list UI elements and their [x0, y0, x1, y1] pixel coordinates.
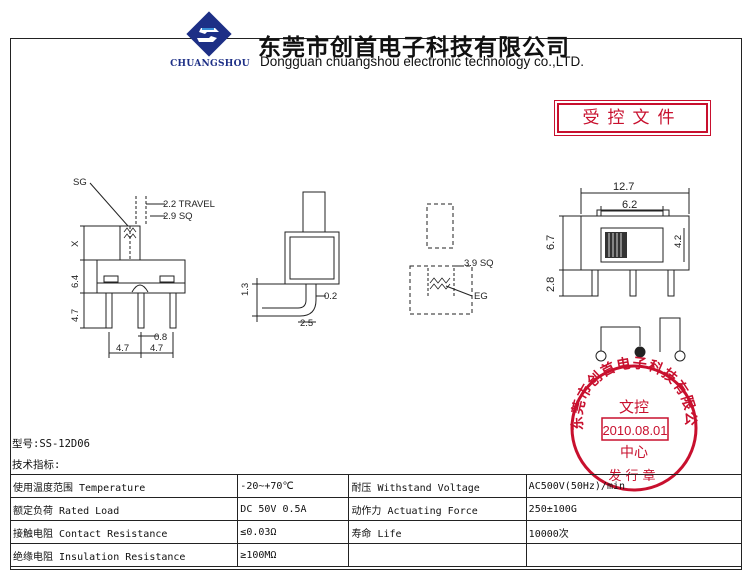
spec-cell: 使用温度范围 Temperature	[9, 474, 239, 498]
spec-cell: ≤0.03Ω	[237, 520, 350, 544]
dim-bent-w: 2.5	[300, 318, 313, 329]
spec-row: 绝缘电阻 Insulation Resistance≥100MΩ	[9, 543, 743, 567]
logo-text: CHUANGSHOU	[170, 59, 250, 69]
dim-bent-h: 1.3	[240, 283, 251, 296]
seal-date: 2010.08.01	[602, 423, 667, 438]
spec-cell: -20~+70℃	[237, 474, 350, 498]
knob-view	[409, 203, 473, 315]
spec-cell: 耐压 Withstand Voltage	[348, 474, 527, 498]
spec-cell: 额定负荷 Rated Load	[9, 497, 239, 521]
spec-cell: 动作力 Actuating Force	[348, 497, 527, 521]
dim-front-window: 6.2	[622, 199, 637, 211]
spec-title: 技术指标:	[12, 459, 61, 471]
front-view	[559, 188, 690, 297]
spec-cell	[348, 543, 527, 567]
dim-x: X	[70, 240, 81, 247]
spec-cell: 绝缘电阻 Insulation Resistance	[9, 543, 239, 567]
company-seal: 东莞市创首电子科技有限公司 文控 2010.08.01 中心 发行章	[563, 356, 698, 492]
svg-text:东莞市创首电子科技有限公司: 东莞市创首电子科技有限公司	[563, 356, 698, 431]
spec-cell: 寿命 Life	[348, 520, 527, 544]
seal-middle: 中心	[620, 445, 648, 461]
spec-cell: 250±100G	[525, 497, 743, 521]
dim-knob-sq: 3.9 SQ	[464, 258, 494, 269]
dim-front-pin: 2.8	[545, 277, 557, 292]
dim-travel: 2.2 TRAVEL	[163, 199, 215, 210]
seal-top: 文控	[619, 398, 649, 416]
dim-front-width: 12.7	[613, 181, 634, 193]
company-name-en: Dongguan chuangshou electronic technolog…	[260, 54, 584, 69]
spec-cell: 接触电阻 Contact Resistance	[9, 520, 239, 544]
side-view	[80, 182, 186, 358]
spec-cell: AC500V(50Hz)/min	[525, 474, 743, 498]
bent-pin-view	[252, 191, 340, 323]
spec-cell: 10000次	[525, 520, 743, 544]
dim-eg: EG	[474, 291, 488, 302]
spec-cell: DC 50V 0.5A	[237, 497, 350, 521]
dim-pitch-left: 4.7	[116, 343, 129, 354]
circuit-schematic	[595, 317, 686, 362]
technical-drawing: SG 2.2 TRAVEL 2.9 SQ X 6.4 4.7 4.7 4.7 0…	[70, 177, 690, 362]
dim-sg: SG	[73, 177, 87, 188]
controlled-document-stamp: 受控文件	[557, 103, 708, 133]
seal-ring-text: 东莞市创首电子科技有限公司	[563, 356, 697, 431]
dim-pin-length: 4.7	[70, 309, 81, 322]
dim-sq: 2.9 SQ	[163, 211, 193, 222]
dim-bent-t: 0.2	[324, 291, 337, 302]
dim-front-height: 6.7	[545, 235, 557, 250]
dim-pitch-right: 4.7	[150, 343, 163, 354]
spec-cell: ≥100MΩ	[237, 543, 350, 567]
spec-cell	[525, 543, 743, 567]
company-name-cn: 东莞市创首电子科技有限公司	[258, 35, 570, 61]
dim-pin-width: 0.8	[154, 332, 167, 343]
dim-height: 6.4	[70, 275, 81, 288]
drawing-frame	[10, 38, 742, 570]
dim-front-knob: 4.2	[673, 235, 684, 248]
model-number: 型号:SS-12D06	[12, 438, 90, 450]
chuangshou-logo-icon	[186, 11, 232, 57]
